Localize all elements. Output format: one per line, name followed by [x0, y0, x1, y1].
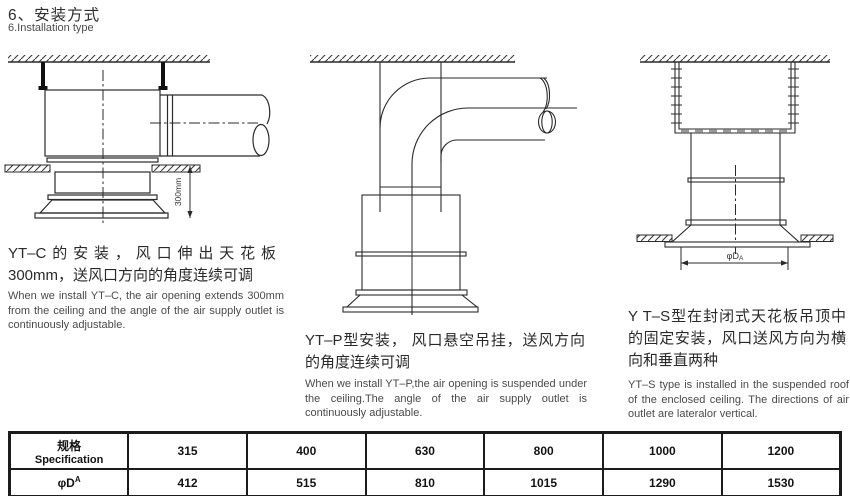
- dimension-label-sub: A: [739, 255, 744, 262]
- diffuser-outlet: [34, 171, 169, 219]
- diameter-value-cell: 1290: [602, 468, 723, 496]
- spec-size-cell: 800: [483, 431, 605, 470]
- diameter-value-cell: 1015: [483, 468, 605, 496]
- diffuser-outlet: [342, 251, 479, 313]
- dimension-phi-da: [680, 247, 789, 270]
- hanger-rods: [379, 62, 442, 212]
- dimension-label-base: φD: [727, 251, 740, 261]
- caption-yt-s-en: YT–S type is installed in the suspended …: [628, 379, 849, 420]
- dimension-label: 300mm: [173, 178, 183, 206]
- page-subtitle: 6.Installation type: [8, 22, 94, 34]
- ceiling-hatch: [310, 55, 515, 63]
- caption-yt-s-cn: Y T–S型在封闭式天花板吊顶中的固定安装，风口送风方向为横向和垂直两种: [628, 308, 846, 369]
- hanger-rods: [38, 62, 168, 90]
- diagram-yt-p: [310, 55, 577, 315]
- spec-header-row: 规格 Specification 315 400 630 800 1000 12…: [8, 431, 842, 470]
- spec-size-cell: 630: [364, 431, 486, 470]
- spec-table: 规格 Specification 315 400 630 800 1000 12…: [8, 431, 842, 496]
- ceiling-hatch: [640, 55, 830, 63]
- caption-yt-c-cn: YT–C的安装，风口伸出天花板300mm，送风口方向的角度连续可调: [8, 245, 276, 284]
- caption-yt-p-cn: YT–P型安装， 风口悬空吊挂，送风方向的角度连续可调: [305, 332, 585, 371]
- diameter-value-cell: 515: [245, 468, 367, 496]
- suspended-ceiling: [636, 234, 834, 242]
- ceiling-hatch: [8, 55, 210, 63]
- duct-elbow: [379, 77, 577, 315]
- diffuser-outlet: [664, 224, 811, 248]
- spec-header-en: Specification: [34, 453, 104, 466]
- spec-size-cell: 315: [127, 431, 248, 470]
- plenum-box: [361, 194, 461, 291]
- diameter-value-cell: 1530: [720, 468, 842, 496]
- suspended-ceiling: [4, 164, 201, 173]
- diameter-symbol: φD: [57, 476, 75, 490]
- flange: [46, 157, 159, 163]
- spec-diameter-row: φDA 412 515 810 1015 1290 1530: [8, 468, 842, 496]
- spec-size-cell: 400: [245, 431, 367, 470]
- caption-yt-p-en: When we install YT–P,the air opening is …: [305, 378, 587, 419]
- diameter-symbol-sup: A: [74, 475, 81, 484]
- dimension-300mm: [187, 166, 193, 218]
- dimension-label: φDA: [727, 251, 744, 262]
- caption-yt-c-en: When we install YT–C, the air opening ex…: [8, 290, 284, 331]
- spec-size-cell: 1000: [602, 431, 723, 470]
- diagram-yt-c: 300mm: [4, 55, 271, 225]
- horizontal-duct: [150, 94, 271, 157]
- diameter-row-label: φDA: [8, 468, 130, 496]
- spec-size-cell: 1200: [720, 431, 842, 470]
- spec-header-cn: 规格: [57, 438, 82, 453]
- page-title: 6、安装方式: [8, 7, 101, 24]
- diameter-value-cell: 810: [364, 468, 486, 496]
- spec-header-cell: 规格 Specification: [8, 431, 130, 470]
- diagram-yt-s: φDA: [636, 55, 834, 270]
- diameter-value-cell: 412: [127, 468, 248, 496]
- enclosed-plenum-box: [671, 62, 799, 134]
